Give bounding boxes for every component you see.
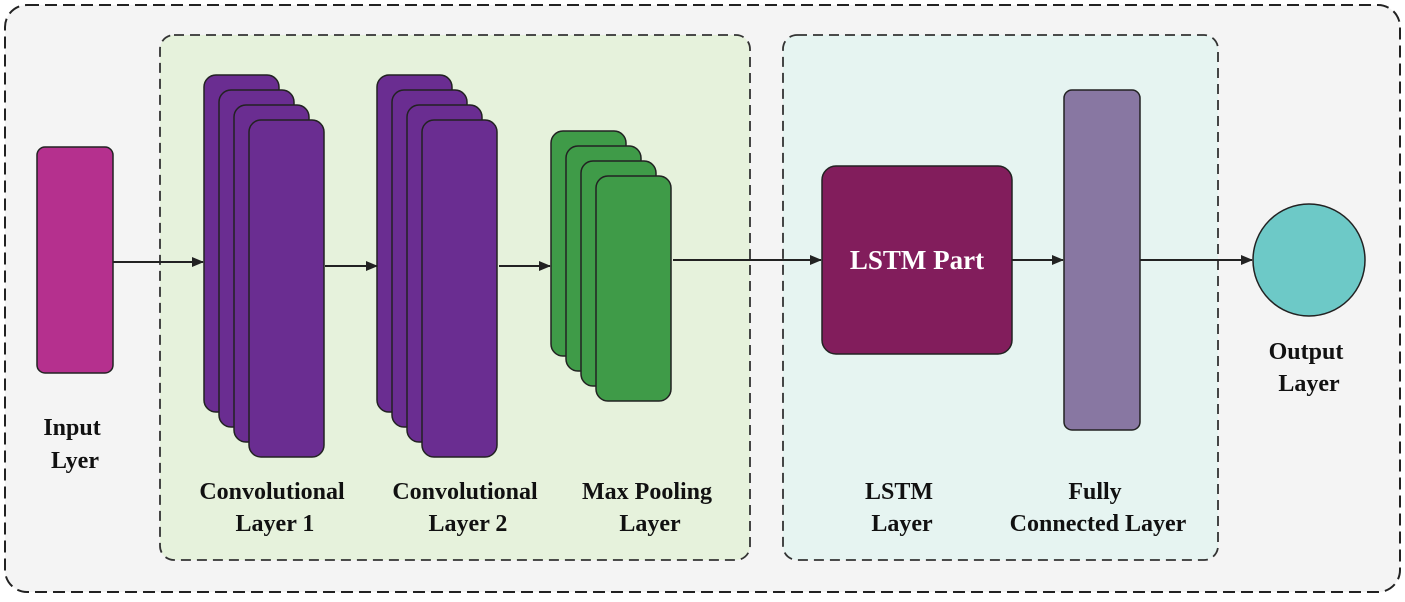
fully-connected-layer-label: Fully Connected Layer <box>1010 479 1187 537</box>
conv-layer-2-feature-map-4 <box>421 119 498 458</box>
input-layer-label: Input Lyer <box>43 415 106 474</box>
output-layer-node <box>1252 203 1366 317</box>
max-pooling-layer-label: Max Pooling Layer <box>582 479 718 537</box>
conv-layer-1-label: Convolutional Layer 1 <box>199 479 350 537</box>
lstm-layer-label: LSTM Layer <box>865 479 939 537</box>
conv-layer-1-feature-map-4 <box>248 119 325 458</box>
conv-layer-2-stack <box>376 74 498 458</box>
output-layer-label: Output Layer <box>1269 339 1350 397</box>
input-layer-block <box>36 146 114 374</box>
conv-layer-1-stack <box>203 74 325 458</box>
max-pooling-layer-stack <box>550 130 672 402</box>
max-pooling-feature-map-4 <box>595 175 672 402</box>
lstm-part-label: LSTM Part <box>850 245 984 275</box>
conv-layer-2-label: Convolutional Layer 2 <box>392 479 543 537</box>
fully-connected-layer-block <box>1063 89 1141 431</box>
